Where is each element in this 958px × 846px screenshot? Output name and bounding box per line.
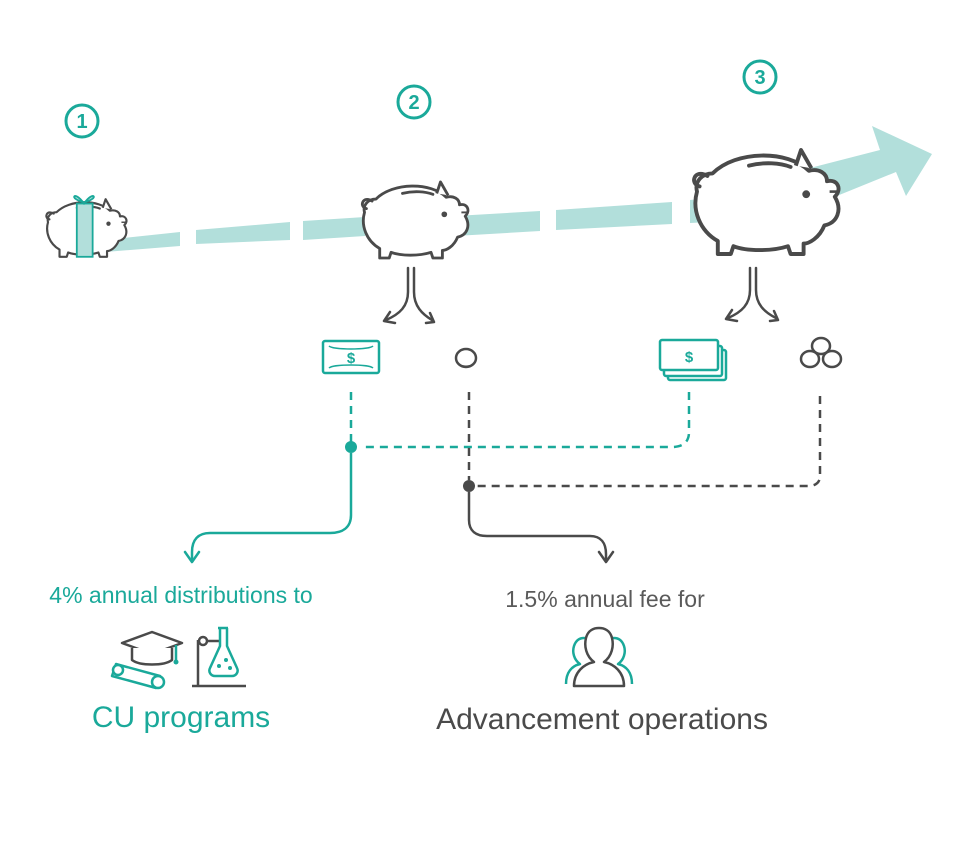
dollar-bill-icon: $ xyxy=(321,339,381,375)
split-arrow-stage-3 xyxy=(724,266,780,323)
distribution-flow-lines xyxy=(183,392,691,564)
piggy-bank-icon xyxy=(360,180,470,260)
large-piggy-bank-icon xyxy=(692,148,841,256)
step-2-badge: 2 xyxy=(396,84,432,120)
fee-text: 1.5% annual fee for xyxy=(505,586,705,612)
svg-text:$: $ xyxy=(347,350,356,367)
growth-arrow-icon xyxy=(105,126,932,252)
people-group-icon xyxy=(564,626,634,688)
fee-flow-lines xyxy=(463,392,822,564)
step-3-badge: 3 xyxy=(742,59,778,95)
svg-text:$: $ xyxy=(685,349,694,366)
graduation-cap-and-diploma-icon xyxy=(110,630,184,690)
step-2-number: 2 xyxy=(408,92,419,114)
advancement-operations-label: Advancement operations xyxy=(436,703,768,736)
coin-pile-icon xyxy=(799,336,843,369)
cu-programs-label: CU programs xyxy=(91,701,271,734)
stack-of-bills-icon: $ xyxy=(658,338,728,382)
split-arrow-stage-2 xyxy=(382,266,436,325)
step-1-badge: 1 xyxy=(64,103,100,139)
step-3-number: 3 xyxy=(754,67,765,89)
coin-icon xyxy=(454,347,478,369)
step-1-number: 1 xyxy=(76,111,87,133)
gift-wrapped-piggy-bank-icon xyxy=(45,195,128,258)
lab-flask-icon xyxy=(192,626,246,688)
distribution-text: 4% annual distributions to xyxy=(49,582,313,608)
